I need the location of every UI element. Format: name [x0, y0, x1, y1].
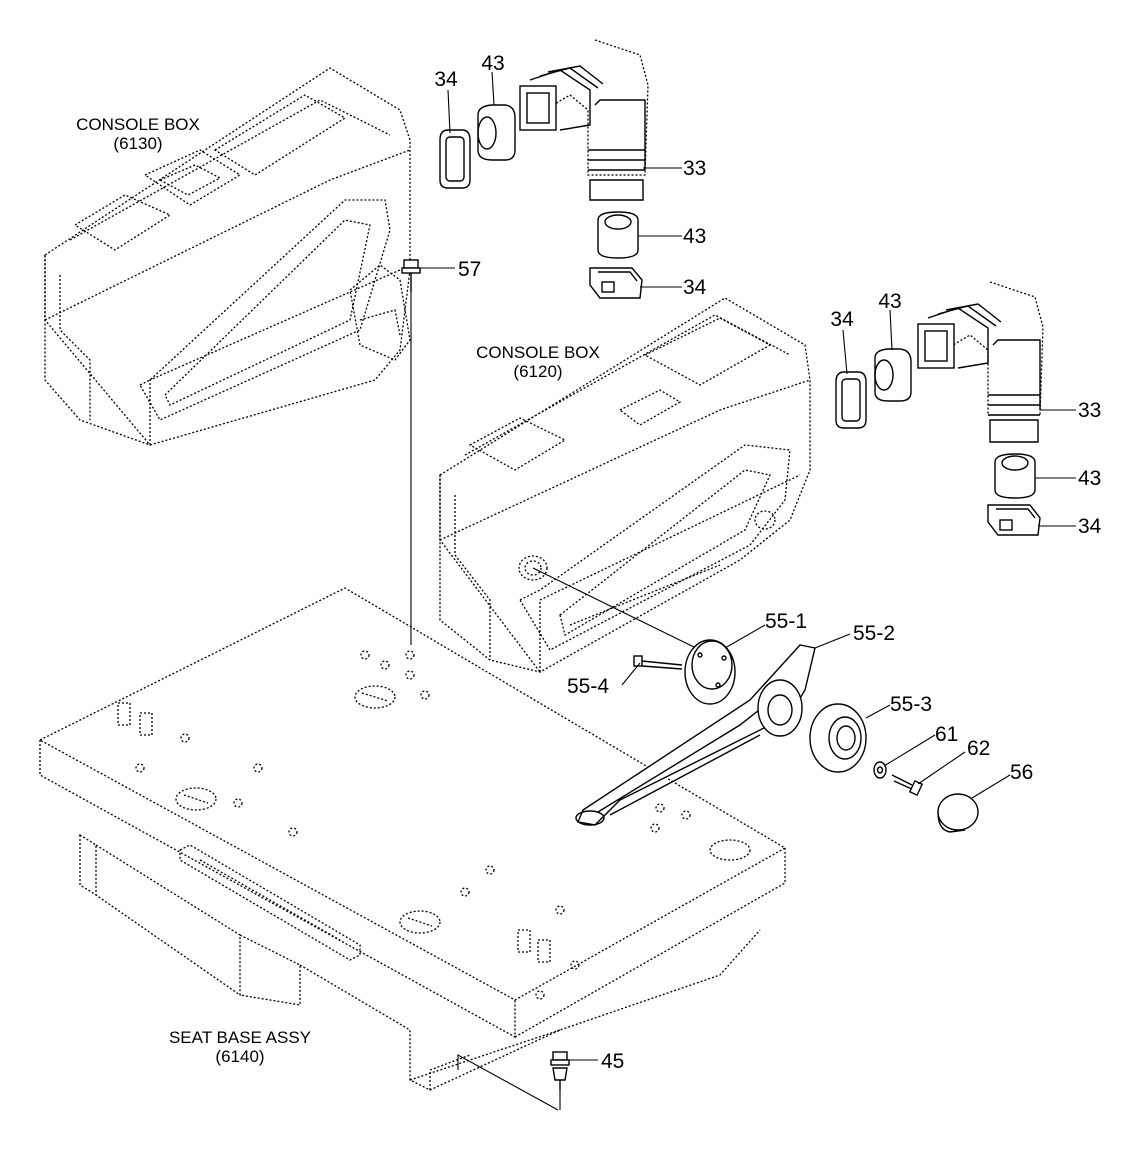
part-callouts: 34 43 33 43 34 34 43 33 43 34 57 45 55-1…: [434, 52, 1101, 1073]
callout-33-left: 33: [683, 157, 706, 180]
callout-34-right-bottom: 34: [1078, 515, 1102, 538]
console-box-right: [439, 297, 811, 673]
seat-base-name: SEAT BASE ASSY: [169, 1028, 311, 1047]
duct-assembly-left: [439, 39, 649, 299]
callout-45: 45: [601, 1050, 624, 1073]
console-box-left-code: (6130): [113, 134, 162, 153]
seat-base-code: (6140): [215, 1047, 264, 1066]
console-box-left-name: CONSOLE BOX: [76, 115, 200, 134]
callout-55-1: 55-1: [765, 610, 807, 633]
callout-43-left-top: 43: [481, 52, 504, 75]
console-box-left: [44, 67, 411, 446]
callout-43-left-bottom: 43: [683, 225, 706, 248]
pivot-parts: [532, 567, 979, 833]
console-box-right-code: (6120): [513, 362, 562, 381]
bolt-57: [401, 259, 421, 645]
callout-43-right-bottom: 43: [1078, 467, 1101, 490]
callout-34-left-bottom: 34: [683, 276, 707, 299]
callout-55-4: 55-4: [567, 675, 609, 698]
callout-55-3: 55-3: [890, 693, 932, 716]
assembly-titles: CONSOLE BOX (6130) CONSOLE BOX (6120) SE…: [76, 115, 600, 1066]
callout-61: 61: [935, 723, 958, 746]
callout-55-2: 55-2: [853, 622, 895, 645]
callout-34-left-top: 34: [434, 68, 458, 91]
seat-base-assembly: [38, 587, 787, 1091]
callout-56: 56: [1010, 761, 1033, 784]
console-box-right-name: CONSOLE BOX: [476, 343, 600, 362]
leader-lines: [420, 71, 1076, 1061]
callout-43-right-top: 43: [878, 290, 901, 313]
callout-33-right: 33: [1078, 399, 1101, 422]
callout-62: 62: [967, 737, 990, 760]
callout-34-right-top: 34: [830, 308, 854, 331]
duct-assembly-right: [835, 281, 1044, 536]
callout-57: 57: [458, 258, 481, 281]
bolt-45: [457, 1051, 570, 1111]
